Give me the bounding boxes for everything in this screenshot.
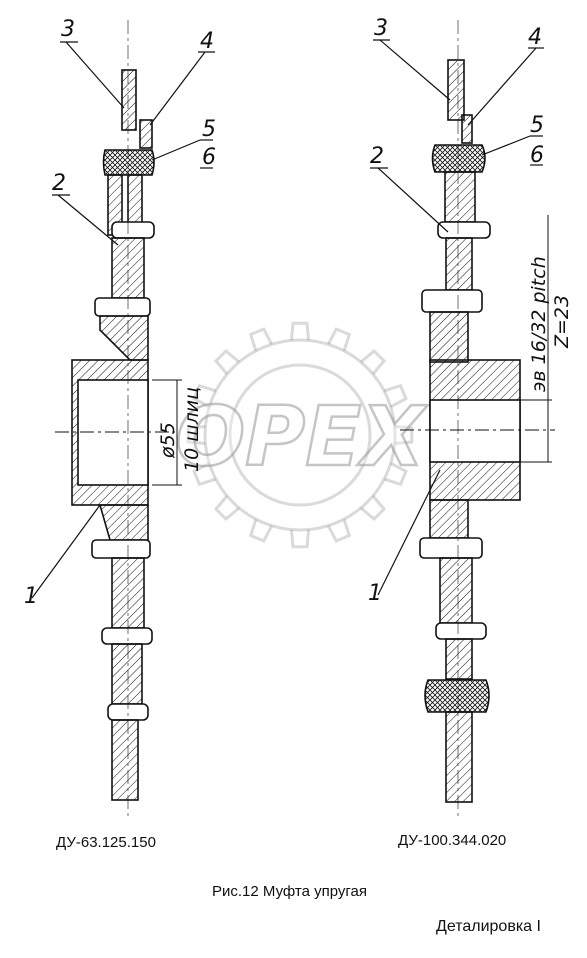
watermark-gear-tooth: [289, 529, 311, 549]
right-disk-3: [447, 59, 465, 121]
right-label-5: 5: [530, 113, 544, 138]
left-leaders: [31, 41, 215, 599]
left-label-1: 1: [24, 584, 38, 609]
left-elastic-5: [102, 149, 155, 176]
right-label-2: 2: [370, 144, 384, 169]
watermark-gear: [186, 321, 414, 549]
figure-caption: Рис.12 Муфта упругая: [212, 883, 368, 900]
watermark-gear-tooth: [186, 424, 206, 446]
watermark-gear-tooth: [326, 518, 352, 543]
watermark-gear-tooth: [213, 494, 241, 522]
left-label-5: 5: [202, 117, 216, 142]
left-part-4: [139, 119, 153, 149]
left-label-4: 4: [200, 29, 214, 54]
watermark-gear-tooth: [359, 494, 387, 522]
watermark-text: OPEX: [175, 390, 428, 485]
watermark-gear-tooth: [383, 461, 408, 487]
right-spline-spec-dim: эв 16/32 pitch: [528, 256, 550, 392]
right-leaders: [370, 39, 544, 596]
right-pin-lower: [435, 622, 487, 640]
right-bore: [429, 399, 521, 463]
left-coupling: [71, 69, 155, 801]
watermark-gear-tooth: [383, 383, 408, 409]
left-pin-lower: [101, 627, 153, 645]
right-plate-2: [445, 237, 473, 291]
right-bolt-lower: [419, 537, 483, 559]
watermark-gear-tooth: [192, 383, 217, 409]
right-part-4: [461, 114, 473, 144]
left-label-6: 6: [202, 145, 216, 170]
right-label-6: 6: [530, 143, 544, 168]
watermark-gear-tooth: [213, 348, 241, 376]
left-bolt-upper: [94, 297, 151, 317]
left-disk-3: [121, 69, 137, 131]
watermark-gear-tooth: [359, 348, 387, 376]
right-label-1: 1: [368, 581, 382, 606]
left-pin-upper: [111, 221, 155, 239]
left-label-2: 2: [52, 171, 66, 196]
right-label-3: 3: [374, 16, 388, 41]
right-assembly-code: ДУ-100.344.020: [398, 832, 507, 849]
watermark-gear-tooth: [192, 461, 217, 487]
right-teeth-dim: Z=23: [551, 295, 573, 349]
left-diameter-dim: ø55: [157, 422, 179, 459]
section-label: Деталировка I: [436, 918, 541, 935]
right-coupling: [419, 59, 521, 803]
watermark-gear-tooth: [248, 518, 274, 543]
left-bolt-lower: [91, 539, 151, 559]
watermark-gear-tooth: [289, 321, 311, 341]
right-elastic-5: [431, 144, 486, 173]
watermark-gear-tooth: [248, 327, 274, 352]
right-label-4: 4: [528, 25, 542, 50]
watermark-gear-tooth: [326, 327, 352, 352]
right-bolt-upper: [421, 289, 483, 313]
right-elastic-lower: [424, 679, 490, 713]
left-assembly-code: ДУ-63.125.150: [56, 834, 156, 851]
left-label-3: 3: [61, 17, 75, 42]
watermark-gear-tooth: [394, 424, 414, 446]
left-flange: [99, 315, 149, 361]
left-splines-dim: 10 шлиц: [181, 387, 203, 472]
